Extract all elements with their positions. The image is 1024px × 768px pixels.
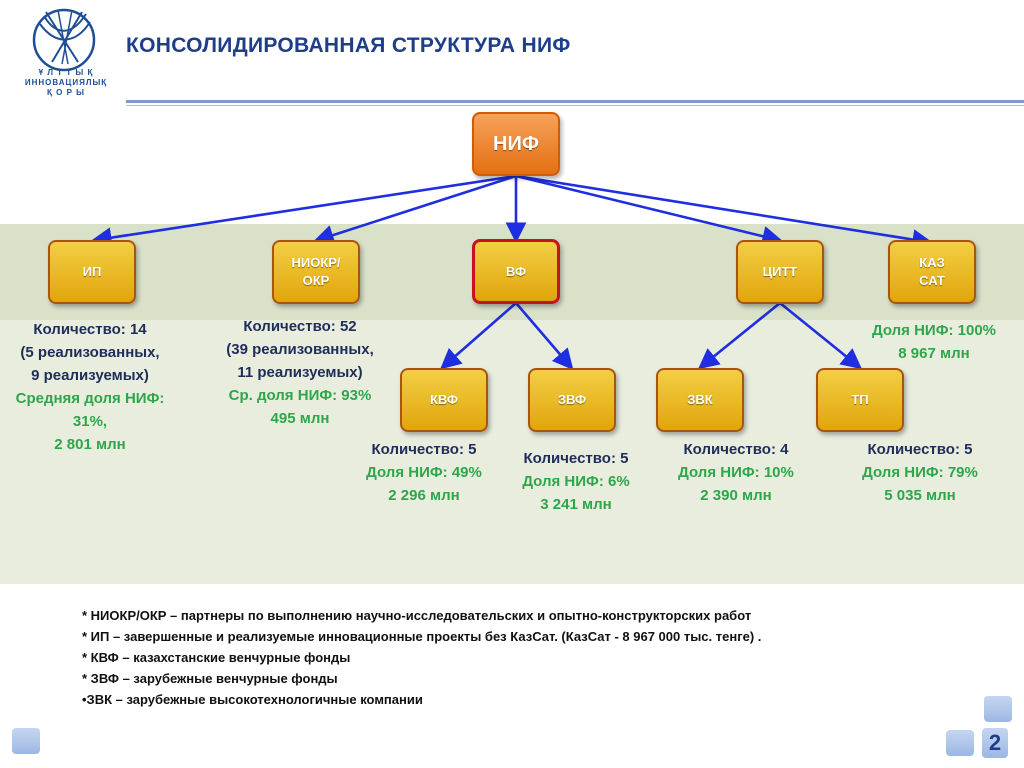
node-tp: ТП <box>816 368 904 432</box>
edge-nif-citt <box>515 174 784 247</box>
info-ip-line: Количество: 14 <box>33 321 147 338</box>
edge-nif-kazsat <box>515 174 934 250</box>
logo-line-1: Ұ Л Т Т Ы Қ <box>38 68 94 77</box>
decor-square <box>946 730 974 756</box>
info-ip-line: 2 801 млн <box>54 436 126 453</box>
info-kazsat-line: Доля НИФ: 100% <box>871 322 997 339</box>
info-zvk-line: Доля НИФ: 10% <box>678 464 794 481</box>
footnotes: * НИОКР/ОКР – партнеры по выполнению нау… <box>82 605 761 710</box>
node-zvf: ЗВФ <box>528 368 616 432</box>
info-zvk-line: 2 390 млн <box>700 487 772 504</box>
info-kazsat-line: 8 967 млн <box>898 345 970 362</box>
edge-citt-tp <box>779 301 863 370</box>
page-number-bg <box>982 728 1008 758</box>
info-tp-line: 5 035 млн <box>884 487 956 504</box>
edge-vf-kvf <box>440 302 517 370</box>
info-tp-line: Доля НИФ: 79% <box>862 464 978 481</box>
header-divider-thin <box>126 105 1024 106</box>
footnote: * ИП – завершенные и реализуемые инновац… <box>82 629 762 644</box>
info-kvf-line: 2 296 млн <box>388 487 460 504</box>
info-tp: Количество: 5 Доля НИФ: 79% 5 035 млн <box>842 438 998 507</box>
info-niokr-line: 495 млн <box>270 410 330 427</box>
info-zvf-line: Количество: 5 <box>523 450 629 467</box>
info-ip: Количество: 14 (5 реализованных, 9 реали… <box>0 318 180 456</box>
info-tp-line: Количество: 5 <box>867 441 973 458</box>
node-citt: ЦИТТ <box>736 240 824 304</box>
info-ip-line: (5 реализованных, <box>20 344 160 361</box>
info-kvf-line: Количество: 5 <box>371 441 477 458</box>
info-kvf-line: Доля НИФ: 49% <box>366 464 482 481</box>
page-number: 2 <box>988 730 1002 755</box>
info-ip-line: 9 реализуемых) <box>31 367 149 384</box>
info-zvf-line: Доля НИФ: 6% <box>522 473 630 490</box>
info-niokr-line: Ср. доля НИФ: 93% <box>228 387 372 404</box>
node-nif: НИФ <box>472 112 560 176</box>
logo-icon <box>32 8 96 72</box>
info-niokr-line: (39 реализованных, <box>226 341 374 358</box>
footnote: * НИОКР/ОКР – партнеры по выполнению нау… <box>82 608 752 623</box>
header-divider <box>126 100 1024 103</box>
node-zvk: ЗВК <box>656 368 744 432</box>
footnote: •ЗВК – зарубежные высокотехнологичные ко… <box>82 692 423 707</box>
info-ip-line: 31%, <box>72 413 108 430</box>
info-kvf: Количество: 5 Доля НИФ: 49% 2 296 млн <box>350 438 498 507</box>
node-ip: ИП <box>48 240 136 304</box>
edge-nif-ip <box>90 174 517 248</box>
info-niokr-line: 11 реализуемых) <box>237 364 363 381</box>
edge-nif-niokr <box>313 174 517 246</box>
info-ip-line: Средняя доля НИФ: <box>15 390 165 407</box>
decor-square <box>12 728 40 754</box>
edge-citt-zvk <box>697 301 781 370</box>
node-kazsat: КАЗ САТ <box>888 240 976 304</box>
footnote: * КВФ – казахстанские венчурные фонды <box>82 650 351 665</box>
info-zvf: Количество: 5 Доля НИФ: 6% 3 241 млн <box>502 447 650 516</box>
footnote: * ЗВФ – зарубежные венчурные фонды <box>82 671 338 686</box>
logo-line-3: Қ О Р Ы <box>47 88 85 97</box>
info-zvk-line: Количество: 4 <box>683 441 789 458</box>
edge-vf-zvf <box>515 302 574 370</box>
node-vf: ВФ <box>472 239 560 304</box>
node-niokr: НИОКР/ ОКР <box>272 240 360 304</box>
page-title: КОНСОЛИДИРОВАННАЯ СТРУКТУРА НИФ <box>126 34 571 57</box>
info-niokr-line: Количество: 52 <box>243 318 357 335</box>
info-zvk: Количество: 4 Доля НИФ: 10% 2 390 млн <box>660 438 812 507</box>
node-kvf: КВФ <box>400 368 488 432</box>
info-zvf-line: 3 241 млн <box>540 496 612 513</box>
info-niokr: Количество: 52 (39 реализованных, 11 реа… <box>200 315 400 430</box>
logo-line-2: ИННОВАЦИЯЛЫҚ <box>24 78 108 87</box>
decor-square <box>984 696 1012 722</box>
info-kazsat: Доля НИФ: 100% 8 967 млн <box>850 319 1018 365</box>
